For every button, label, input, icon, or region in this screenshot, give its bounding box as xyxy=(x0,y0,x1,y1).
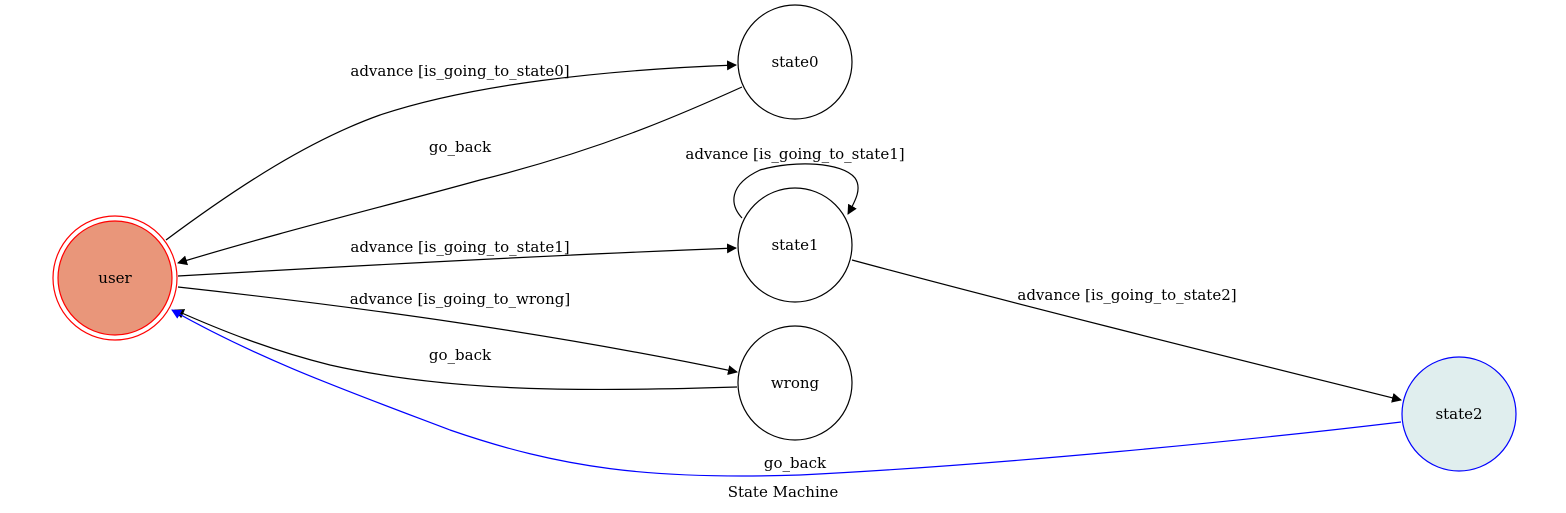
node-state2: state2 xyxy=(1401,356,1517,472)
node-wrong: wrong xyxy=(737,325,853,441)
edge-label-state2-to-user: go_back xyxy=(764,454,827,472)
edge-state1-loop xyxy=(733,163,859,219)
edge-user-to-state0 xyxy=(165,60,737,241)
edge-label-user-to-state1: advance [is_going_to_state1] xyxy=(350,238,569,256)
node-label-state1: state1 xyxy=(771,236,818,254)
node-label-state2: state2 xyxy=(1435,405,1482,423)
edge-label-state1-loop: advance [is_going_to_state1] xyxy=(685,145,904,163)
edge-user-to-state1 xyxy=(177,243,737,277)
edge-wrong-to-user xyxy=(174,309,738,391)
edge-label-user-to-state0: advance [is_going_to_state0] xyxy=(350,62,569,80)
node-label-user: user xyxy=(98,269,132,287)
edge-user-to-wrong xyxy=(177,286,738,376)
node-label-wrong: wrong xyxy=(771,374,820,392)
edge-state2-to-user xyxy=(171,309,1402,477)
edge-label-wrong-to-user: go_back xyxy=(429,346,492,364)
node-label-state0: state0 xyxy=(771,53,818,71)
edge-label-state1-to-state2: advance [is_going_to_state2] xyxy=(1017,286,1236,304)
edge-label-state0-to-user: go_back xyxy=(429,138,492,156)
node-state1: state1 xyxy=(737,187,853,303)
edge-state0-to-user xyxy=(177,86,743,266)
edge-label-user-to-wrong: advance [is_going_to_wrong] xyxy=(350,290,570,308)
node-state0: state0 xyxy=(737,4,853,120)
node-user: user xyxy=(52,215,178,341)
diagram-title: State Machine xyxy=(728,483,839,501)
edge-state1-to-state2 xyxy=(851,259,1402,403)
